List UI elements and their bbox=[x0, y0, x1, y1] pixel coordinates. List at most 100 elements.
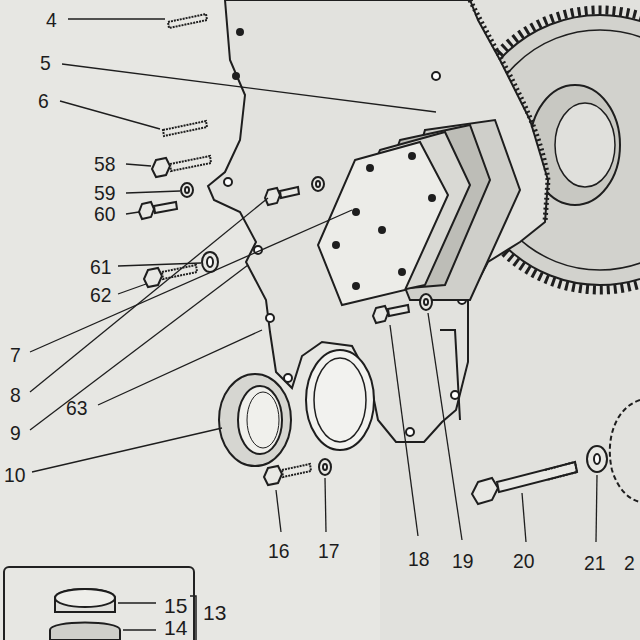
callout-number: 17 bbox=[318, 540, 339, 561]
bolts-and-washers bbox=[312, 177, 324, 191]
callout-number: 63 bbox=[66, 397, 87, 418]
callout-number: 14 bbox=[164, 617, 187, 638]
timing-cover bbox=[440, 330, 460, 420]
seal-ring bbox=[247, 392, 279, 448]
callout-number: 9 bbox=[10, 422, 21, 443]
bolts-and-washers bbox=[388, 305, 409, 316]
inset-part-drawing bbox=[190, 596, 196, 640]
bolts-and-washers bbox=[185, 187, 189, 193]
bearing-cover-plate bbox=[318, 120, 520, 305]
bearing-cover-plate bbox=[353, 283, 359, 289]
inset-part-drawing bbox=[50, 623, 120, 640]
bolts-and-washers bbox=[316, 181, 320, 187]
leader-lines bbox=[126, 212, 139, 214]
bolts-and-washers bbox=[144, 268, 162, 287]
bolts-and-washers bbox=[170, 156, 211, 171]
timing-cover bbox=[451, 391, 459, 399]
timing-cover bbox=[314, 358, 366, 442]
leader-lines bbox=[126, 191, 180, 193]
bolts-and-washers bbox=[373, 306, 388, 323]
leader-lines bbox=[325, 478, 326, 532]
bearing-cover-plate bbox=[379, 227, 385, 233]
timing-cover bbox=[266, 314, 274, 322]
seal-ring bbox=[219, 374, 291, 466]
timing-cover bbox=[237, 29, 243, 35]
inset-box: 151314 bbox=[3, 566, 195, 640]
bolts-and-washers bbox=[280, 187, 299, 198]
bolts-and-washers bbox=[202, 252, 218, 272]
bearing-cover-plate bbox=[409, 153, 415, 159]
bolts-and-washers bbox=[207, 257, 213, 267]
seal-ring bbox=[238, 386, 282, 454]
bolts-and-washers bbox=[163, 121, 207, 136]
bearing-cover-plate bbox=[353, 209, 359, 215]
leader-lines bbox=[30, 198, 268, 392]
leader-lines bbox=[68, 18, 165, 19]
callout-number: 5 bbox=[40, 52, 51, 73]
callout-number: 61 bbox=[90, 256, 111, 277]
bolts-and-washers bbox=[168, 14, 207, 28]
leader-lines bbox=[98, 330, 262, 405]
inset-part-drawing bbox=[118, 602, 156, 603]
leader-lines bbox=[30, 265, 248, 430]
callout-number: 15 bbox=[164, 595, 187, 616]
callout-number: 18 bbox=[408, 548, 429, 569]
bolts-and-washers bbox=[319, 459, 331, 475]
timing-cover bbox=[406, 428, 414, 436]
callout-number: 7 bbox=[10, 344, 21, 365]
bolts-and-washers bbox=[587, 446, 607, 472]
bolts-and-washers bbox=[424, 299, 428, 305]
callout-number: 59 bbox=[94, 182, 115, 203]
bolts-and-washers bbox=[181, 183, 193, 197]
leader-lines bbox=[596, 475, 597, 542]
callout-number: 60 bbox=[94, 203, 115, 224]
bearing-cover-plate bbox=[399, 269, 405, 275]
bolts-and-washers bbox=[420, 294, 432, 310]
bolts-and-washers bbox=[152, 158, 170, 177]
inset-part-drawing bbox=[55, 589, 115, 607]
callout-number: 10 bbox=[4, 464, 25, 485]
leader-lines bbox=[30, 210, 352, 352]
leader-lines bbox=[522, 493, 526, 542]
partial-part bbox=[610, 400, 640, 502]
timing-cover bbox=[233, 73, 239, 79]
inset-part-drawing bbox=[50, 589, 196, 640]
bolts-and-washers bbox=[282, 464, 311, 477]
gear bbox=[555, 103, 615, 187]
bolts-and-washers bbox=[162, 265, 197, 279]
callout-number: 62 bbox=[90, 284, 111, 305]
bearing-cover-plate bbox=[333, 242, 339, 248]
callout-number: 8 bbox=[10, 384, 21, 405]
bolts-and-washers bbox=[472, 478, 498, 504]
leader-lines bbox=[62, 64, 436, 112]
inset-part-drawing bbox=[123, 629, 156, 630]
leader-lines bbox=[32, 428, 222, 472]
leader-lines bbox=[428, 313, 462, 540]
callout-number: 21 bbox=[584, 552, 605, 573]
timing-cover bbox=[284, 374, 292, 382]
leader-lines bbox=[276, 490, 281, 532]
leader-lines bbox=[126, 164, 151, 166]
leader-lines bbox=[60, 101, 160, 129]
bolts-and-washers bbox=[545, 462, 577, 480]
bolts-and-washers bbox=[264, 466, 282, 485]
callout-number: 2 bbox=[624, 552, 635, 573]
bolts-and-washers bbox=[154, 202, 177, 213]
callout-number: 19 bbox=[452, 550, 473, 571]
callout-number: 6 bbox=[38, 90, 49, 111]
bolts-and-washers bbox=[594, 454, 600, 464]
leader-lines bbox=[118, 284, 146, 294]
timing-cover bbox=[306, 350, 374, 450]
bearing-cover-plate bbox=[367, 165, 373, 171]
callout-number: 13 bbox=[203, 602, 226, 623]
timing-cover bbox=[224, 178, 232, 186]
callout-number: 16 bbox=[268, 540, 289, 561]
bolts-and-washers bbox=[139, 202, 154, 219]
bearing-cover-plate bbox=[429, 195, 435, 201]
partial-part bbox=[610, 400, 640, 502]
callout-number: 20 bbox=[513, 550, 534, 571]
callout-number: 58 bbox=[94, 153, 115, 174]
leader-lines bbox=[30, 19, 597, 542]
leader-lines bbox=[390, 325, 418, 536]
seal-ring bbox=[219, 374, 291, 466]
